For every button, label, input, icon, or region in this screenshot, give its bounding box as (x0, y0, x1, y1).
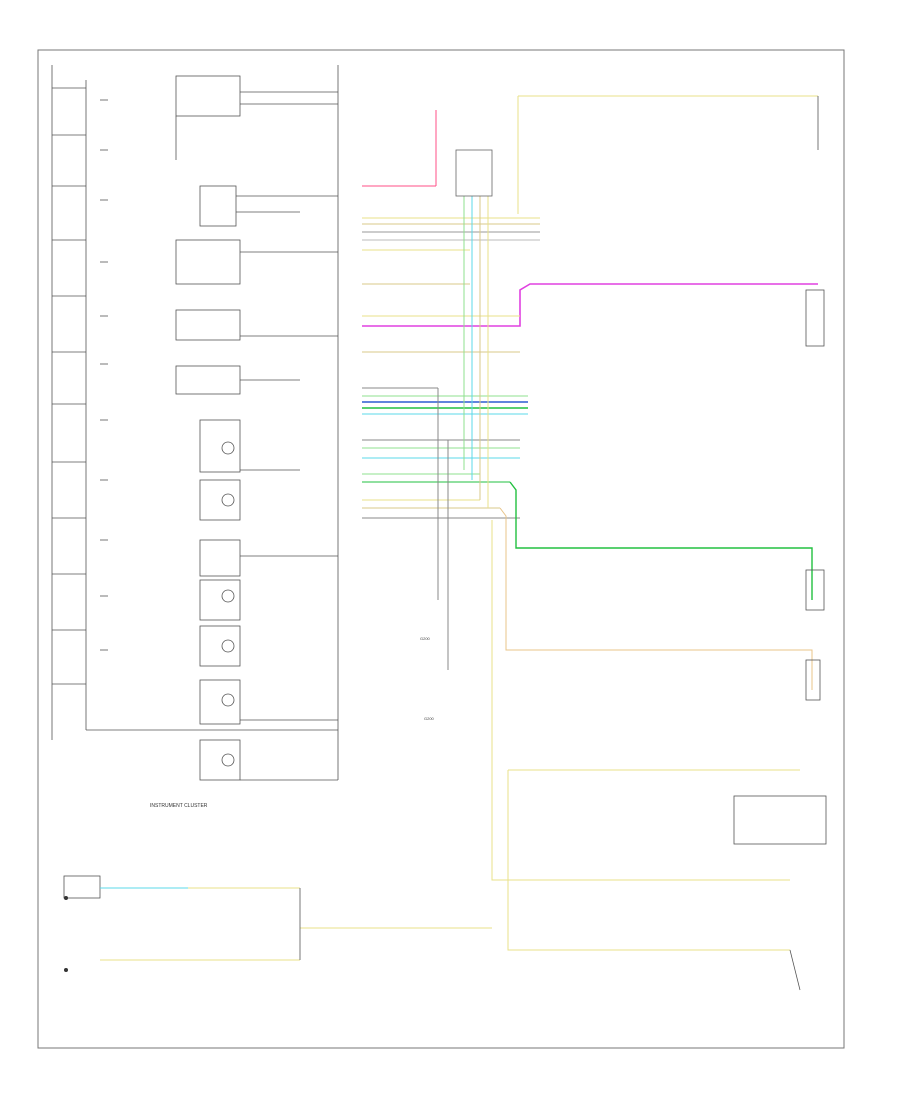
lower-left-switches (63, 875, 301, 972)
ground-label-upper: G200 (420, 636, 431, 641)
instrument-cluster (51, 65, 339, 781)
ground-label-lower: G200 (424, 716, 435, 721)
cluster-caption: INSTRUMENT CLUSTER (150, 803, 208, 809)
cluster-switch-rows (52, 87, 108, 685)
diagram-border (37, 49, 845, 1049)
right-components (733, 96, 827, 991)
center-harness (300, 95, 818, 951)
